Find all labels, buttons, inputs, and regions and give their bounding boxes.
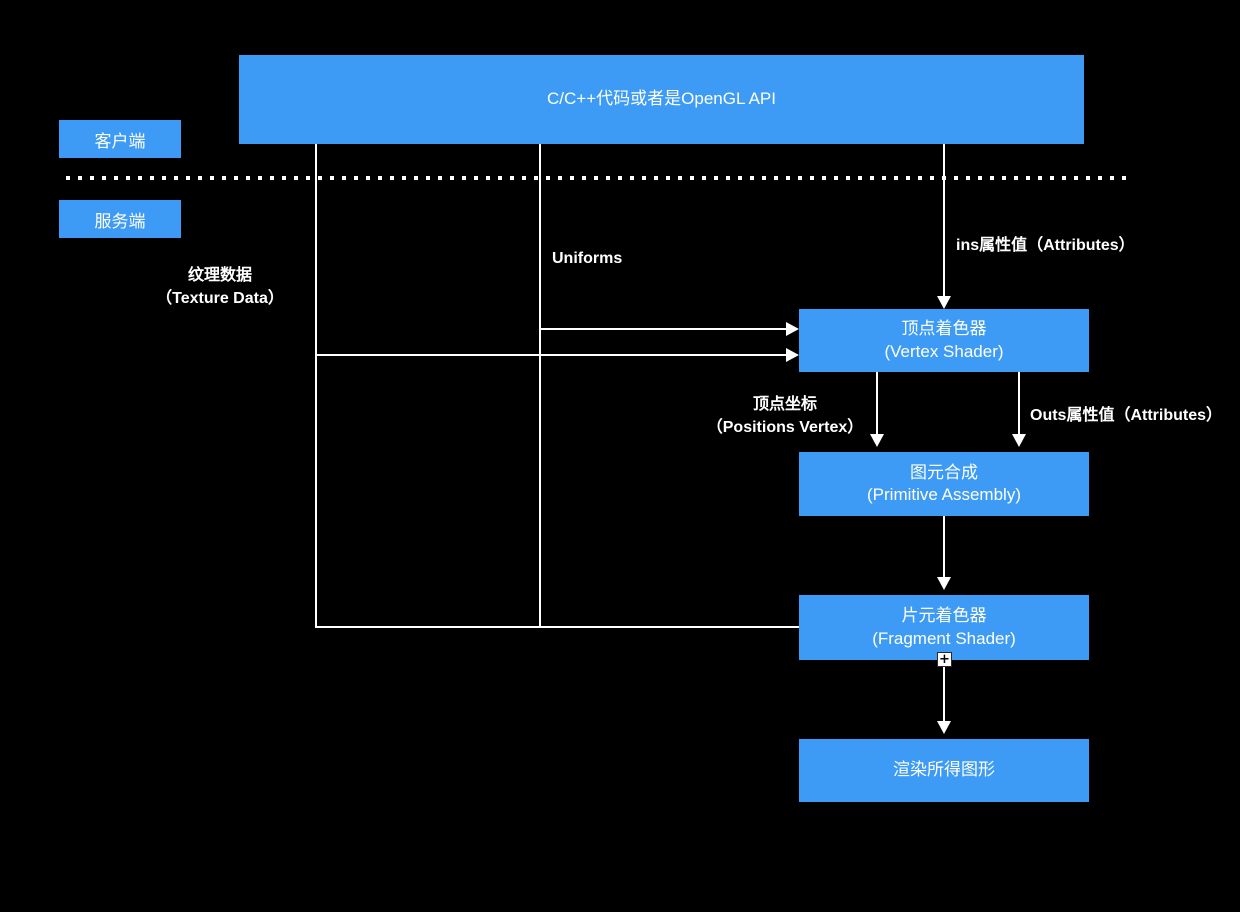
arrow-ins-attributes — [937, 296, 951, 309]
arrow-assembly-to-fragment — [937, 577, 951, 590]
line-texture-horizontal — [315, 354, 793, 356]
box-opengl-api-label: C/C++代码或者是OpenGL API — [547, 89, 776, 109]
label-texture-data: 纹理数据 （Texture Data） — [120, 264, 320, 310]
box-fragment-shader[interactable]: 片元着色器 (Fragment Shader) — [799, 595, 1089, 660]
line-assembly-to-fragment — [943, 516, 945, 579]
label-positions-vertex-en: （Positions Vertex） — [706, 419, 864, 437]
line-ins-attributes — [943, 144, 945, 298]
box-rendered-output[interactable]: 渲染所得图形 — [799, 739, 1089, 802]
tag-server-label: 服务端 — [94, 211, 146, 231]
box-fragment-shader-cn: 片元着色器 — [901, 606, 987, 626]
box-rendered-output-cn: 渲染所得图形 — [893, 760, 995, 780]
box-vertex-shader-en: (Vertex Shader) — [884, 341, 1004, 361]
crosshair-cursor-glyph: + — [939, 652, 950, 667]
line-uniforms-horizontal — [539, 328, 793, 330]
tag-client[interactable]: 客户端 — [59, 120, 181, 158]
tag-client-label: 客户端 — [94, 131, 146, 151]
label-uniforms-text: Uniforms — [552, 250, 623, 267]
line-fragment-to-output — [943, 660, 945, 723]
label-uniforms: Uniforms — [552, 247, 622, 270]
arrow-outs-attributes — [1012, 434, 1026, 447]
crosshair-cursor: + — [937, 652, 952, 667]
label-positions-vertex-cn: 顶点坐标 — [752, 396, 817, 413]
arrow-texture — [786, 348, 799, 362]
label-positions-vertex: 顶点坐标 （Positions Vertex） — [690, 393, 880, 439]
box-primitive-assembly-en: (Primitive Assembly) — [867, 485, 1021, 504]
box-primitive-assembly[interactable]: 图元合成 (Primitive Assembly) — [799, 452, 1089, 516]
box-opengl-api[interactable]: C/C++代码或者是OpenGL API — [239, 55, 1084, 144]
tag-server[interactable]: 服务端 — [59, 200, 181, 238]
label-outs-attributes: Outs属性值（Attributes） — [1030, 404, 1222, 427]
label-ins-attributes: ins属性值（Attributes） — [956, 234, 1135, 257]
line-to-fragment-shader — [315, 626, 799, 628]
line-positions-vertex — [876, 372, 878, 436]
arrow-positions-vertex — [870, 434, 884, 447]
arrow-fragment-to-output — [937, 721, 951, 734]
line-texture-vertical — [315, 144, 317, 628]
box-primitive-assembly-cn: 图元合成 — [910, 462, 978, 482]
label-texture-data-en: （Texture Data） — [156, 290, 284, 308]
line-outs-attributes — [1018, 372, 1020, 436]
box-vertex-shader[interactable]: 顶点着色器 (Vertex Shader) — [799, 309, 1089, 372]
label-ins-attributes-text: ins属性值（Attributes） — [956, 237, 1135, 254]
line-uniforms-vertical — [539, 144, 541, 628]
box-vertex-shader-cn: 顶点着色器 — [901, 319, 987, 339]
label-outs-attributes-text: Outs属性值（Attributes） — [1030, 407, 1223, 424]
arrow-uniforms — [786, 322, 799, 336]
client-server-divider — [66, 176, 1134, 180]
label-texture-data-cn: 纹理数据 — [187, 267, 252, 284]
box-fragment-shader-en: (Fragment Shader) — [872, 628, 1016, 648]
